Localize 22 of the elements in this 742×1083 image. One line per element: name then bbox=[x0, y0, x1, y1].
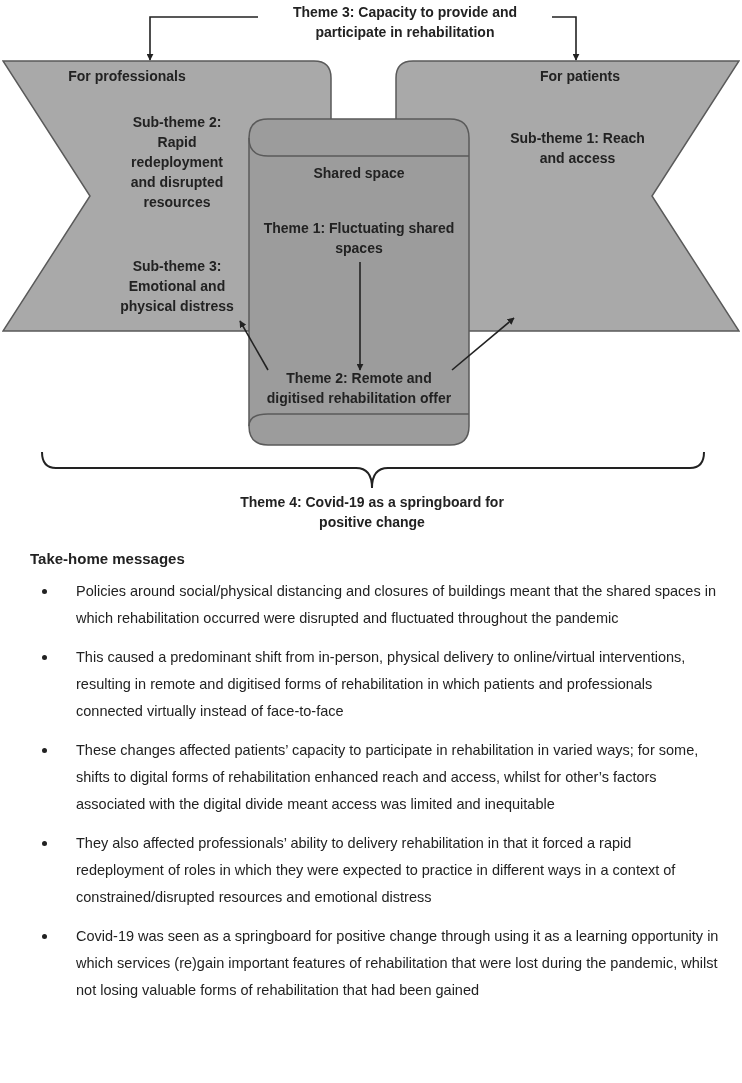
arrow bbox=[146, 16, 259, 61]
bullet-text: Covid-19 was seen as a springboard for positive change through using it as a learning opportunity in which services (re)gain important features of rehabilitation that were lost during the pandemic, whilst not losing valuable forms of rehabilitation that had been gained bbox=[76, 928, 719, 998]
bullet-text: This caused a predominant shift from in-person, physical delivery to online/virtual interventions, resulting in remote and digitised forms of rehabilitation in which patients and professionals connected virtually instead of face-to-face bbox=[76, 649, 686, 719]
subtheme-text: Sub-theme 3: Emotional and physical distress bbox=[110, 256, 244, 318]
section-heading: For patients bbox=[538, 67, 622, 86]
section-heading: For professionals bbox=[67, 67, 187, 86]
theme-heading: Theme 2: Remote and digitised rehabilitation offer bbox=[259, 368, 459, 410]
subtheme-text: Sub-theme 2: Rapid redeployment and disrupted resources bbox=[117, 112, 237, 212]
bullet-text: They also affected professionals’ ability to delivery rehabilitation in that it forced a rapid redeployment of roles in which they were expected to practice in different ways in a context of constrained/disrupted resources and emotional distress bbox=[76, 835, 676, 905]
theme-heading: Theme 1: Fluctuating shared spaces bbox=[254, 218, 464, 260]
arrow bbox=[451, 317, 515, 371]
theme-heading: Theme 4: Covid-19 as a springboard for positive change bbox=[212, 492, 532, 534]
arrow bbox=[239, 320, 269, 371]
section-heading: Take-home messages bbox=[30, 549, 186, 569]
arrow bbox=[356, 261, 364, 371]
bullet-text: Policies around social/physical distancing and closures of buildings meant that the shared spaces in which rehabilitation occurred were disrupted and fluctuated throughout the pandemic bbox=[76, 583, 716, 626]
arrow bbox=[551, 16, 580, 61]
bullet-text: These changes affected patients’ capacity to participate in rehabilitation in varied ways; for some, shifts to digital forms of rehabilitation enhanced reach and access, whilst for other’s factors associated with the digital divide meant access was limited and inequitable bbox=[76, 742, 699, 812]
scroll-shape bbox=[248, 118, 470, 446]
section-heading: Shared space bbox=[312, 164, 406, 183]
theme-heading: Theme 3: Capacity to provide and participate in rehabilitation bbox=[258, 2, 552, 44]
subtheme-text: Sub-theme 1: Reach and access bbox=[510, 128, 645, 170]
